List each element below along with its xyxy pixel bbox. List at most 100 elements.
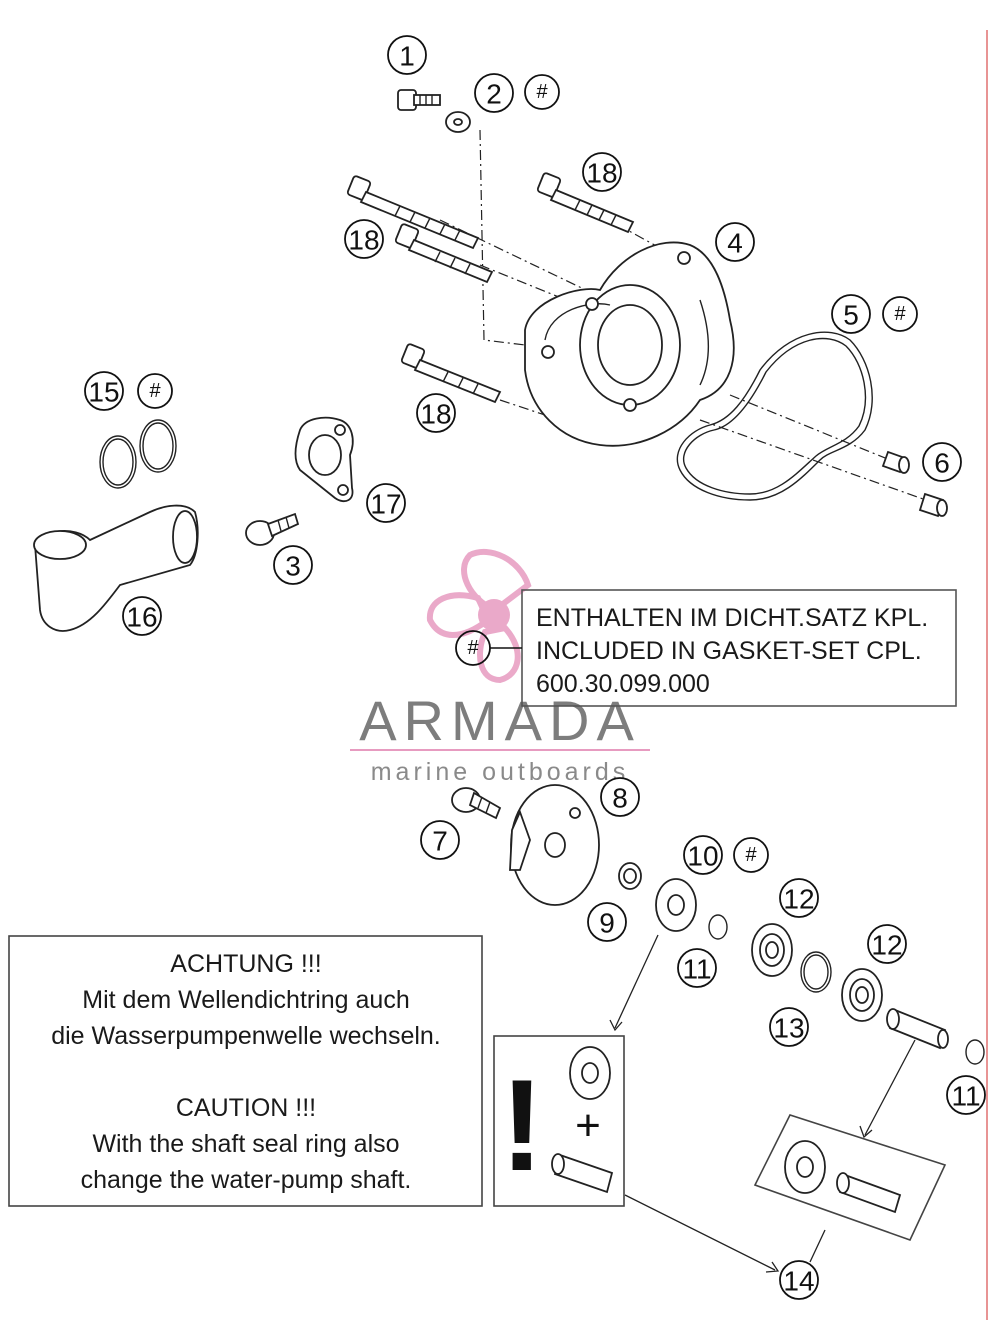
callout-4: 4 <box>715 222 755 262</box>
callout-10: 10 <box>683 835 723 875</box>
part-18-bolt-a <box>536 172 635 234</box>
part-7-screw <box>451 787 502 820</box>
callout-number: 12 <box>871 930 902 961</box>
part-16-elbow-pipe <box>33 504 199 632</box>
callout-circle <box>779 1260 819 1300</box>
callout-18c: 18 <box>416 393 456 433</box>
callout-7: 7 <box>420 820 460 860</box>
callout-number: 10 <box>687 841 718 872</box>
part-2-washer <box>445 111 471 133</box>
reference-arrows <box>609 934 916 1273</box>
part-14-shaft <box>886 1008 949 1050</box>
gasket-set-note: ENTHALTEN IM DICHT.SATZ KPL. INCLUDED IN… <box>455 589 957 707</box>
callout-circle <box>416 393 456 433</box>
callout-number: 18 <box>586 158 617 189</box>
watermark-title: ARMADA <box>359 689 641 752</box>
callout-circle <box>587 902 627 942</box>
hash-symbol: # <box>894 303 906 325</box>
part-15-o-rings <box>99 419 177 489</box>
part-18-bolt-c <box>394 223 494 284</box>
callout-circle <box>387 35 427 75</box>
part-11-circlip-b <box>965 1039 985 1065</box>
callout-circle <box>474 73 514 113</box>
hash-symbol: # <box>149 380 161 402</box>
part-18-bolt-b <box>346 175 480 250</box>
callout-circle <box>867 924 907 964</box>
part-6-sleeve-b <box>918 492 948 518</box>
callout-18a: 18 <box>582 152 622 192</box>
callout-number: 5 <box>843 300 859 331</box>
callout-14: 14 <box>779 1260 819 1300</box>
callout-number: 8 <box>612 783 628 814</box>
warning-line-en-1: With the shaft seal ring also <box>92 1130 399 1158</box>
callout-number: 1 <box>399 41 415 72</box>
part-13-snap-ring <box>800 951 832 993</box>
callout-3: 3 <box>273 545 313 585</box>
hash-callout-2: # <box>524 74 560 110</box>
callout-number: 14 <box>783 1266 814 1297</box>
callout-number: 17 <box>370 489 401 520</box>
callout-number: 13 <box>773 1013 804 1044</box>
callout-circle <box>344 219 384 259</box>
part-12-bearing-b <box>841 968 883 1022</box>
callout-11a: 11 <box>677 948 717 988</box>
callout-circle <box>779 878 819 918</box>
callout-circle <box>677 948 717 988</box>
note-line-de: ENTHALTEN IM DICHT.SATZ KPL. <box>536 604 928 632</box>
callout-8: 8 <box>600 777 640 817</box>
note-line-en: INCLUDED IN GASKET-SET CPL. <box>536 637 922 665</box>
part-9-ring <box>618 862 642 890</box>
part-11-circlip-a <box>708 914 728 940</box>
callout-circle <box>122 596 162 636</box>
part-1-bolt <box>397 89 441 111</box>
callout-12b: 12 <box>867 924 907 964</box>
part-5-gasket <box>676 331 873 501</box>
callout-number: 7 <box>432 826 448 857</box>
hash-callout-15: # <box>137 373 173 409</box>
callout-17: 17 <box>366 483 406 523</box>
part-14-kit-box <box>753 1114 947 1241</box>
part-12-bearing-a <box>751 923 793 977</box>
warning-line-en-2: change the water-pump shaft. <box>81 1166 412 1194</box>
note-part-number: 600.30.099.000 <box>536 670 710 698</box>
callout-15: 15 <box>84 371 124 411</box>
callout-number: 3 <box>285 551 301 582</box>
callout-12a: 12 <box>779 878 819 918</box>
warning-title-de: ACHTUNG !!! <box>170 950 321 978</box>
callout-number: 12 <box>783 884 814 915</box>
warning-line-de-1: Mit dem Wellendichtring auch <box>82 986 409 1014</box>
callout-number: 16 <box>126 602 157 633</box>
callout-number: 15 <box>88 377 119 408</box>
callout-18b: 18 <box>344 219 384 259</box>
part-17-flange-gasket <box>294 416 354 502</box>
callout-number: 11 <box>682 954 711 985</box>
hash-callout-5: # <box>882 296 918 332</box>
callout-circle <box>366 483 406 523</box>
callout-circle <box>683 835 723 875</box>
part-10-shaft-seal <box>655 878 697 932</box>
note-hash-symbol: # <box>467 637 479 659</box>
exclamation-mark: ! <box>500 1052 543 1198</box>
part-8-impeller <box>509 784 600 906</box>
callout-number: 18 <box>420 399 451 430</box>
part-18-bolt-d <box>400 343 502 404</box>
callout-5: 5 <box>831 294 871 334</box>
hash-callouts: # # # # <box>137 74 918 873</box>
callout-6: 6 <box>922 442 962 482</box>
callout-number: 9 <box>599 908 615 939</box>
watermark-subtitle: marine outboards <box>371 758 630 786</box>
warning-title-en: CAUTION !!! <box>176 1094 316 1122</box>
callout-circle <box>273 545 313 585</box>
propeller-icon <box>426 548 532 684</box>
callout-number: 6 <box>934 448 950 479</box>
callout-circle <box>582 152 622 192</box>
part-4-pump-cover <box>524 241 735 447</box>
callout-number: 4 <box>727 228 743 259</box>
callout-number: 11 <box>951 1081 980 1112</box>
callout-circle <box>769 1007 809 1047</box>
hash-symbol: # <box>536 81 548 103</box>
callout-number: 2 <box>486 79 502 110</box>
exclamation-box: ! + <box>493 1035 625 1207</box>
